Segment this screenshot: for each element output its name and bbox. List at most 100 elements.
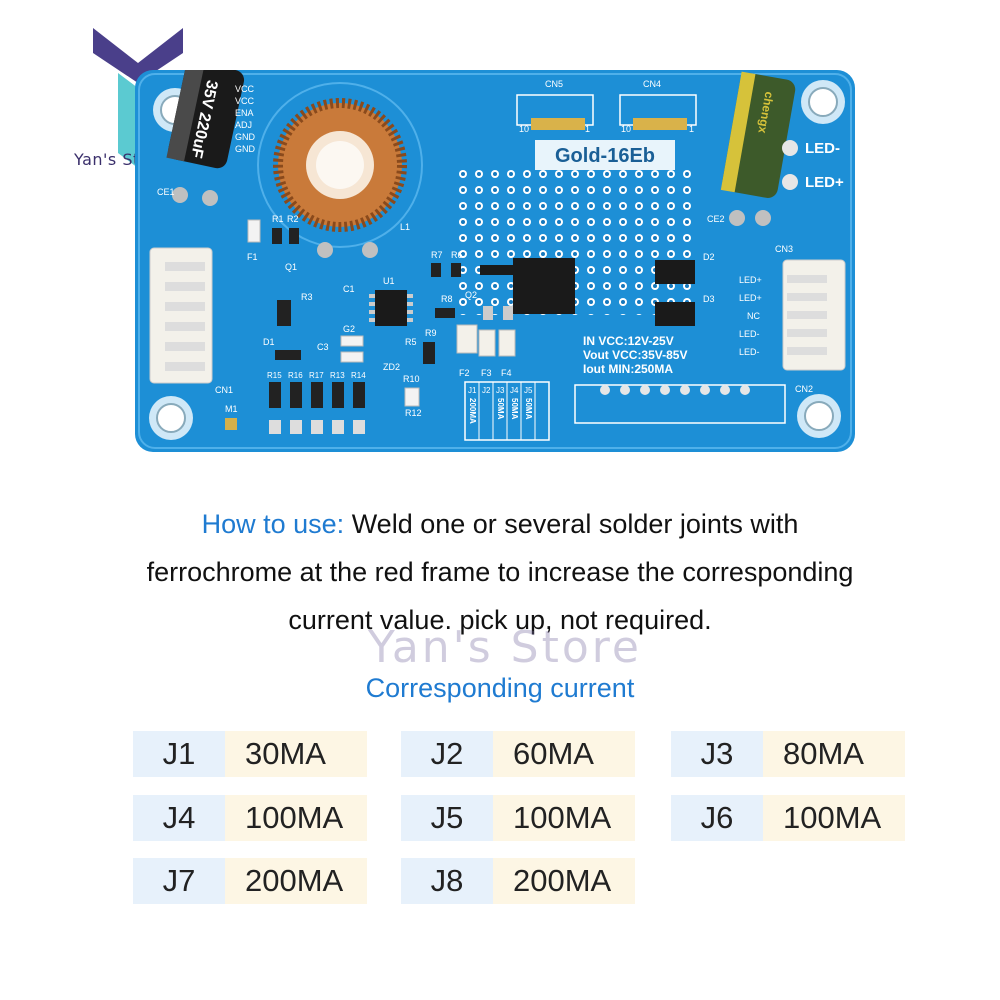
svg-text:J5: J5 [524,386,533,395]
svg-text:J2: J2 [482,386,491,395]
svg-text:1: 1 [689,124,694,134]
mounting-hole-tr [801,80,845,124]
svg-text:CN2: CN2 [795,384,813,394]
svg-text:CN4: CN4 [643,79,661,89]
svg-text:D3: D3 [703,294,715,304]
cn3-pin-labels: LED+ LED+ NC LED- LED- [739,275,762,357]
connector-cn5 [516,94,594,130]
ic-u1 [369,290,413,326]
label-cn1: CN1 [215,385,233,395]
svg-text:NC: NC [747,311,760,321]
svg-text:F2: F2 [459,368,470,378]
label-led-plus: LED+ [805,174,844,191]
svg-text:R8: R8 [441,294,453,304]
svg-text:VCC: VCC [235,96,255,106]
connector-cn4 [619,94,697,130]
current-cell: 100MA [493,795,635,841]
svg-text:LED-: LED- [739,329,760,339]
capacitor-right: chengx [720,71,796,198]
svg-text:CN3: CN3 [775,244,793,254]
svg-text:R5: R5 [405,337,417,347]
label-m1: M1 [225,404,238,414]
svg-text:R7: R7 [431,250,443,260]
board-model: Gold-16Eb [555,145,655,167]
svg-text:R10: R10 [403,374,420,384]
svg-text:Q1: Q1 [285,262,297,272]
how-to-use-text: How to use: Weld one or several solder j… [40,500,960,644]
svg-text:LED+: LED+ [739,293,762,303]
jumper-cell: J5 [401,795,493,841]
svg-text:C1: C1 [343,284,355,294]
jumper-cell: J2 [401,731,493,777]
jumper-cell: J1 [133,731,225,777]
how-to-use-label: How to use: [201,509,345,539]
instructions-line-2: ferrochrome at the red frame to increase… [146,557,854,587]
svg-text:10: 10 [621,124,631,134]
label-led-minus: LED- [805,140,840,157]
svg-text:R14: R14 [351,371,366,380]
svg-text:R16: R16 [288,371,303,380]
current-cell: 100MA [763,795,905,841]
svg-text:50MA: 50MA [510,398,519,420]
svg-text:U1: U1 [383,276,395,286]
table-title: Corresponding current [365,673,635,703]
jumper-cell: J8 [401,858,493,904]
svg-text:VCC: VCC [235,84,255,94]
jumper-cell: J3 [671,731,763,777]
svg-text:200MA: 200MA [468,398,477,424]
svg-text:R15: R15 [267,371,282,380]
svg-text:R2: R2 [287,214,299,224]
instructions-line-1: Weld one or several solder joints with [351,509,799,539]
svg-text:Q2: Q2 [465,290,477,300]
svg-text:D1: D1 [263,337,275,347]
svg-text:F3: F3 [481,368,492,378]
svg-text:R1: R1 [272,214,284,224]
cn1-pin-labels: VCC VCC ENA ADJ GND GND [235,84,256,154]
pcb-board: L1 35V 220uF CE1 VCC VCC ENA ADJ GND GND… [135,70,855,452]
svg-text:GND: GND [235,132,256,142]
j-jumper-block: J1 J2 J3 J4 J5 200MA 50MA 50MA 50MA [464,381,550,441]
svg-text:1: 1 [585,124,590,134]
svg-text:J3: J3 [496,386,505,395]
watermark: Yan's Store [368,622,642,673]
mosfet-q2 [480,258,575,320]
current-cell: 200MA [225,858,367,904]
svg-text:F4: F4 [501,368,512,378]
jumper-cell: J7 [133,858,225,904]
svg-text:C3: C3 [317,342,329,352]
svg-text:R13: R13 [330,371,345,380]
spec-iout: Iout MIN:250MA [583,362,673,376]
svg-text:D2: D2 [703,252,715,262]
svg-text:R6: R6 [451,250,463,260]
connector-cn1 [149,247,213,384]
current-cell: 200MA [493,858,635,904]
jumper-cell: J6 [671,795,763,841]
svg-text:LED+: LED+ [739,275,762,285]
svg-text:50MA: 50MA [496,398,505,420]
current-cell: 100MA [225,795,367,841]
svg-text:J1: J1 [468,386,477,395]
toroid-inductor [257,82,423,258]
svg-text:J4: J4 [510,386,519,395]
svg-text:ENA: ENA [235,108,254,118]
svg-text:GND: GND [235,144,256,154]
svg-text:R3: R3 [301,292,313,302]
spec-vin: IN VCC:12V-25V [583,334,674,348]
current-cell: 80MA [763,731,905,777]
resistor-row-bottom: R15 R16 R17 R13 R14 [267,371,366,434]
mounting-hole-bl [149,396,193,440]
svg-text:R17: R17 [309,371,324,380]
svg-text:10: 10 [519,124,529,134]
spec-vout: Vout VCC:35V-85V [583,348,687,362]
current-cell: 30MA [225,731,367,777]
label-ce1: CE1 [157,187,175,197]
svg-text:CE2: CE2 [707,214,725,224]
svg-text:G2: G2 [343,324,355,334]
svg-text:ZD2: ZD2 [383,362,400,372]
svg-text:ADJ: ADJ [235,120,252,130]
jumper-cell: J4 [133,795,225,841]
capacitor-left: 35V 220uF [166,70,245,169]
label-l1: L1 [400,222,410,232]
instructions-line-3: current value. pick up, not required. [288,605,712,635]
svg-text:F1: F1 [247,252,258,262]
